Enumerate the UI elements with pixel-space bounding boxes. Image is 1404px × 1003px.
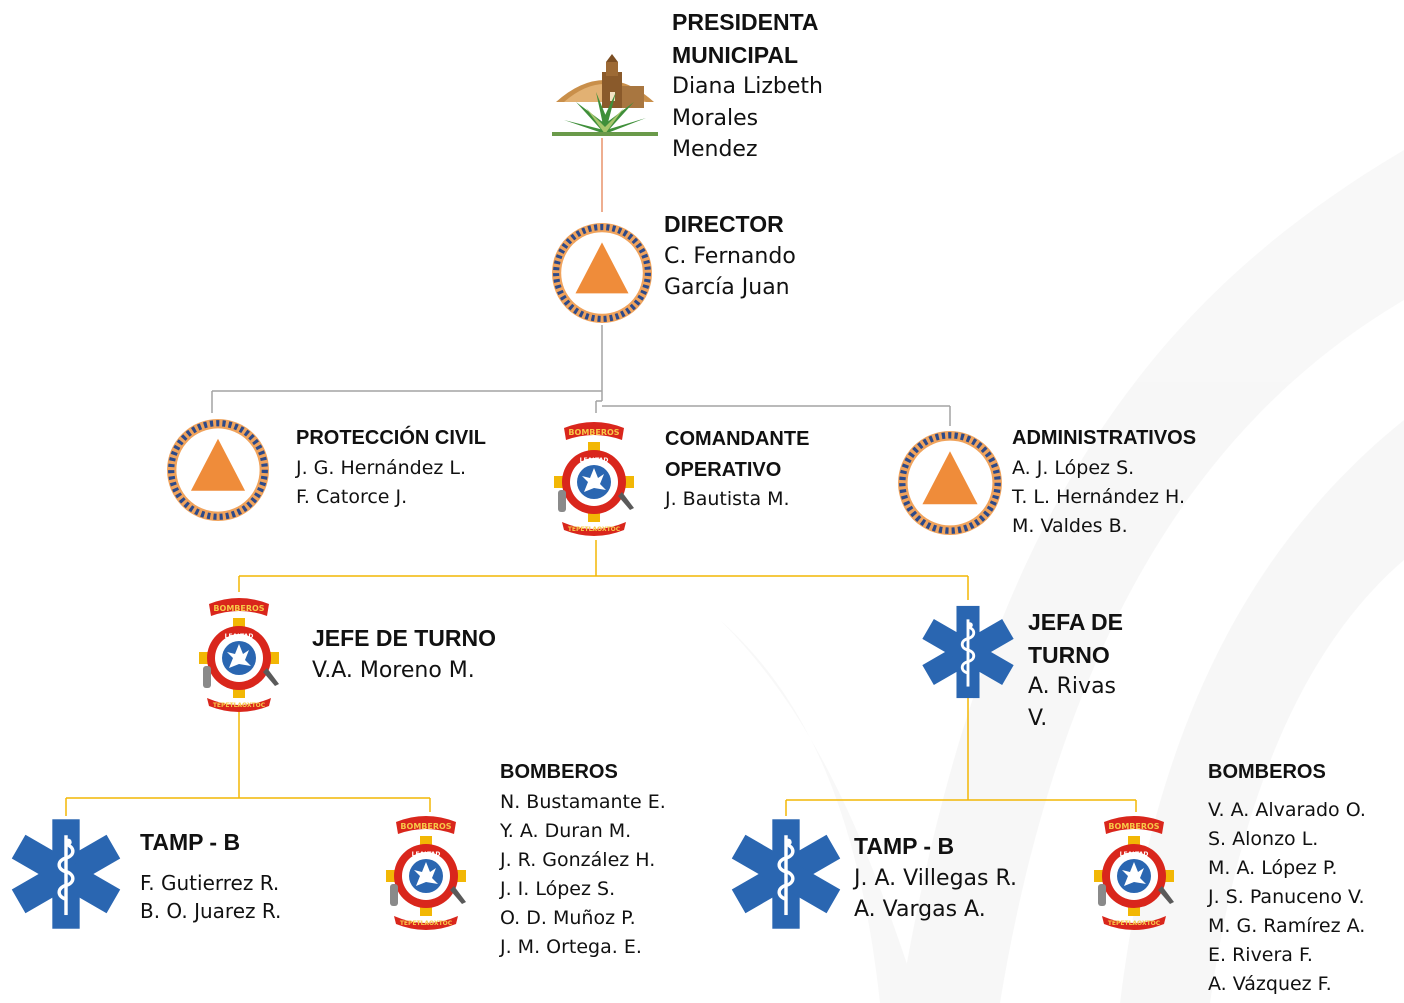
node-name-line: Mendez <box>672 136 758 162</box>
node-name-line: O. D. Muñoz P. <box>500 906 636 929</box>
node-name-line: M. Valdes B. <box>1012 514 1128 537</box>
connector-jefe-left <box>65 712 431 816</box>
civil-protection-logo <box>898 431 1002 535</box>
node-name-line: A. Vargas A. <box>854 896 986 922</box>
node-name-line: M. G. Ramírez A. <box>1208 914 1366 937</box>
node-name-line: Y. A. Duran M. <box>500 819 632 842</box>
firefighter-badge-icon: BOMBEROS LEALTAD TEPETLAOXTOC <box>386 816 466 930</box>
node-name-line: J. Bautista M. <box>665 488 790 511</box>
node-title: TAMP - B <box>140 829 241 855</box>
node-title: COMANDANTE OPERATIVO <box>665 428 810 481</box>
node-name-line: F. Catorce J. <box>296 485 408 508</box>
svg-text:LEALTAD: LEALTAD <box>412 851 441 858</box>
svg-text:LEALTAD: LEALTAD <box>1120 851 1149 858</box>
svg-text:LEALTAD: LEALTAD <box>225 633 254 640</box>
node-name-line: J. A. Villegas R. <box>854 865 1017 891</box>
node-title: JEFA DE TURNO <box>1028 609 1124 668</box>
node-name-line: S. Alonzo L. <box>1208 827 1319 850</box>
node-name-line: C. Fernando <box>664 243 796 269</box>
node-presidenta: PRESIDENTA MUNICIPAL Diana Lizbeth Moral… <box>672 6 872 165</box>
star-of-life-icon <box>11 819 121 929</box>
node-jefe-turno: JEFE DE TURNO V.A. Moreno M. <box>312 622 552 686</box>
svg-text:TEPETLAOXTOC: TEPETLAOXTOC <box>400 920 453 927</box>
firefighter-badge-icon: BOMBEROS LEALTAD TEPETLAOXTOC <box>1094 816 1174 930</box>
node-name-line: J. S. Panuceno V. <box>1208 885 1365 908</box>
connector-director-level2 <box>211 325 951 426</box>
node-title: PRESIDENTA MUNICIPAL <box>672 9 818 68</box>
node-title: ADMINISTRATIVOS <box>1012 427 1197 449</box>
node-name-line: A. J. López S. <box>1012 456 1135 479</box>
firefighter-badge-icon: BOMBEROS LEALTAD TEPETLAOXTOC <box>199 598 279 712</box>
municipal-logo <box>546 52 664 138</box>
node-name-line: F. Gutierrez R. <box>140 870 280 895</box>
node-bomberos-right: BOMBEROS V. A. Alvarado O. S. Alonzo L. … <box>1208 757 1404 999</box>
node-administrativos: ADMINISTRATIVOS A. J. López S. T. L. Her… <box>1012 423 1252 541</box>
civil-protection-logo <box>552 223 652 323</box>
node-bomberos-left: BOMBEROS N. Bustamante E. Y. A. Duran M.… <box>500 757 700 962</box>
node-director: DIRECTOR C. Fernando García Juan <box>664 208 864 303</box>
svg-text:BOMBEROS: BOMBEROS <box>1108 822 1159 831</box>
svg-text:TEPETLAOXTOC: TEPETLAOXTOC <box>213 702 266 709</box>
node-tamp-b-left: TAMP - B F. Gutierrez R. B. O. Juarez R. <box>140 826 340 925</box>
node-jefa-turno: JEFA DE TURNO A. Rivas V. <box>1028 606 1138 734</box>
node-name-line: García Juan <box>664 274 790 300</box>
node-name-line: J. G. Hernández L. <box>296 456 467 479</box>
node-title: JEFE DE TURNO <box>312 625 497 651</box>
node-title: BOMBEROS <box>1208 761 1326 783</box>
node-title: BOMBEROS <box>500 761 618 783</box>
node-title: TAMP - B <box>854 833 955 859</box>
node-name-line: J. M. Ortega. E. <box>500 935 642 958</box>
node-name-line: M. A. López P. <box>1208 856 1338 879</box>
svg-text:BOMBEROS: BOMBEROS <box>400 822 451 831</box>
svg-text:TEPETLAOXTOC: TEPETLAOXTOC <box>1108 920 1161 927</box>
firefighter-badge-icon: BOMBEROS LEALTAD TEPETLAOXTOC <box>554 422 634 536</box>
node-name-line: V. A. Alvarado O. <box>1208 798 1366 821</box>
svg-text:TEPETLAOXTOC: TEPETLAOXTOC <box>568 526 621 533</box>
svg-text:BOMBEROS: BOMBEROS <box>213 604 264 613</box>
node-name-line: T. L. Hernández H. <box>1012 485 1186 508</box>
node-title: PROTECCIÓN CIVIL <box>296 427 487 449</box>
star-of-life-icon <box>922 605 1014 699</box>
connector-jefa-right <box>785 698 1137 816</box>
svg-text:BOMBEROS: BOMBEROS <box>568 428 619 437</box>
node-title: DIRECTOR <box>664 211 784 237</box>
connector-comandante-turnos <box>238 540 969 600</box>
node-name-line: V.A. Moreno M. <box>312 657 475 683</box>
node-name-line: N. Bustamante E. <box>500 790 666 813</box>
background-leaf-watermark <box>720 150 1404 1003</box>
node-name-line: Diana Lizbeth <box>672 74 823 100</box>
node-name-line: E. Rivera F. <box>1208 943 1313 966</box>
node-proteccion-civil: PROTECCIÓN CIVIL J. G. Hernández L. F. C… <box>296 423 536 512</box>
node-name-line: J. R. González H. <box>500 848 656 871</box>
node-name-line: Morales <box>672 105 759 131</box>
star-of-life-icon <box>731 819 841 929</box>
node-name-line: J. I. López S. <box>500 877 616 900</box>
svg-text:LEALTAD: LEALTAD <box>580 457 609 464</box>
node-tamp-b-right: TAMP - B J. A. Villegas R. A. Vargas A. <box>854 830 1054 925</box>
node-comandante-operativo: COMANDANTE OPERATIVO J. Bautista M. <box>665 424 845 514</box>
node-name-line: B. O. Juarez R. <box>140 899 282 924</box>
node-name-line: A. Rivas V. <box>1028 674 1117 731</box>
civil-protection-logo <box>167 419 269 521</box>
node-name-line: A. Vázquez F. <box>1208 972 1332 995</box>
